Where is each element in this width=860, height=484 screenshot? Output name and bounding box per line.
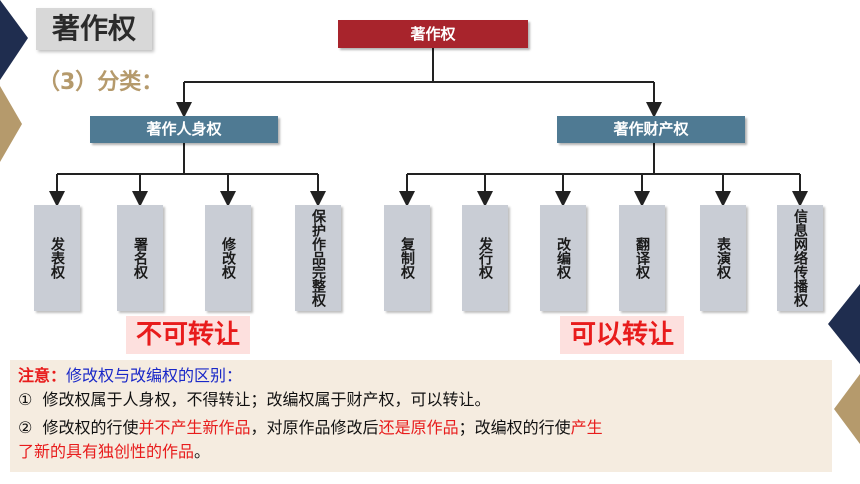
leaf-label: 署名权 bbox=[132, 237, 148, 279]
leaf-performance-right: 表演权 bbox=[700, 205, 746, 311]
note-line-2-e: ；改编权的行使 bbox=[458, 418, 571, 437]
leaf-distribution-right: 发行权 bbox=[462, 205, 508, 311]
leaf-adaptation-right: 改编权 bbox=[540, 205, 586, 311]
tree-connectors bbox=[49, 48, 808, 207]
right-corner-decoration bbox=[828, 284, 860, 444]
leaf-translation-right: 翻译权 bbox=[619, 205, 665, 311]
note-box: 注意：修改权与改编权的区别： ① 修改权属于人身权，不得转让；改编权属于财产权，… bbox=[10, 360, 832, 472]
leaf-modification-right: 修改权 bbox=[205, 205, 251, 311]
note-line-1-text: 修改权属于人身权，不得转让；改编权属于财产权，可以转让。 bbox=[42, 390, 491, 409]
root-node: 著作权 bbox=[338, 20, 528, 48]
note-line-1-number: ① bbox=[18, 390, 33, 409]
leaf-label: 发行权 bbox=[477, 237, 493, 279]
note-line-2-d: 还是原作品 bbox=[378, 418, 459, 437]
branch-personal-label: 著作人身权 bbox=[146, 120, 222, 138]
leaf-integrity-right: 保护作品完整权 bbox=[295, 205, 341, 311]
leaf-label: 表演权 bbox=[715, 237, 731, 279]
left-corner-decoration bbox=[0, 0, 28, 162]
leaf-label: 保护作品完整权 bbox=[310, 209, 326, 307]
note-heading: 注意：修改权与改编权的区别： bbox=[18, 365, 242, 387]
leaf-network-right: 信息网络传播权 bbox=[777, 205, 823, 311]
section-subtitle: （3）分类： bbox=[38, 70, 164, 95]
page-title: 著作权 bbox=[51, 12, 136, 45]
note-line-2-number: ② bbox=[18, 418, 33, 437]
note-heading-text: 修改权与改编权的区别： bbox=[66, 366, 243, 385]
leaf-label: 发表权 bbox=[49, 237, 65, 279]
note-line-1: ① 修改权属于人身权，不得转让；改编权属于财产权，可以转让。 bbox=[18, 389, 491, 411]
leaf-label: 改编权 bbox=[555, 237, 571, 279]
note-line-2-f: 产生 bbox=[570, 418, 603, 437]
branch-property-label: 著作财产权 bbox=[613, 120, 689, 138]
leaf-label: 翻译权 bbox=[634, 237, 650, 279]
leaf-label: 修改权 bbox=[220, 237, 236, 279]
transfer-property-label: 可以转让 bbox=[560, 316, 684, 354]
note-line-3-end: 。 bbox=[194, 442, 211, 461]
leaf-reproduction-right: 复制权 bbox=[384, 205, 430, 311]
leaf-label: 信息网络传播权 bbox=[792, 209, 808, 307]
page-title-box: 著作权 bbox=[36, 8, 152, 50]
note-line-2-c: ，对原作品修改后 bbox=[250, 418, 379, 437]
branch-property-rights: 著作财产权 bbox=[557, 116, 745, 143]
note-heading-prefix: 注意： bbox=[18, 366, 67, 385]
note-line-3: 了新的具有独创性的作品。 bbox=[18, 441, 210, 463]
note-line-2: ② 修改权的行使并不产生新作品，对原作品修改后还是原作品；改编权的行使产生 bbox=[18, 417, 603, 439]
leaf-label: 复制权 bbox=[399, 237, 415, 279]
branch-personal-rights: 著作人身权 bbox=[90, 116, 278, 143]
leaf-publish-right: 发表权 bbox=[34, 205, 80, 311]
note-line-2-a: 修改权的行使 bbox=[42, 418, 139, 437]
root-node-label: 著作权 bbox=[410, 25, 456, 43]
leaf-attribution-right: 署名权 bbox=[117, 205, 163, 311]
note-line-2-b: 并不产生新作品 bbox=[138, 418, 251, 437]
transfer-personal-label: 不可转让 bbox=[126, 316, 250, 354]
note-line-3-text: 了新的具有独创性的作品 bbox=[18, 442, 195, 461]
